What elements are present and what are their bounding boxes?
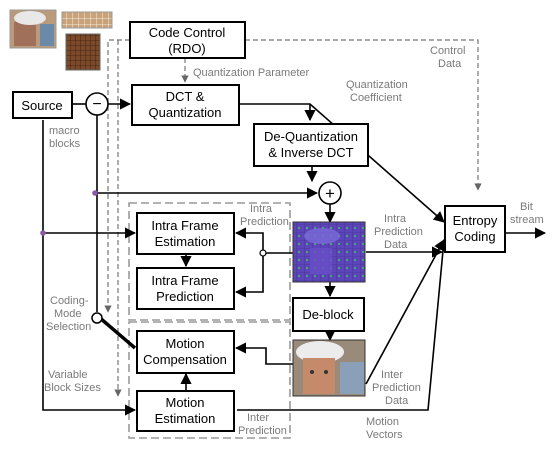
signal-lines <box>42 98 547 416</box>
motion-compensation-box: Motion Compensation <box>136 330 235 374</box>
svg-text:(RDO): (RDO) <box>168 41 206 56</box>
svg-text:Prediction: Prediction <box>374 226 423 238</box>
bit-stream-label: Bit stream <box>510 201 544 226</box>
svg-text:Quantization: Quantization <box>346 79 408 91</box>
entropy-coding-box: Entropy Coding <box>444 205 506 253</box>
motion-vectors-label: Motion Vectors <box>366 416 403 441</box>
svg-text:Code Control: Code Control <box>149 25 226 40</box>
intra-estimation-box: Intra Frame Estimation <box>136 212 235 255</box>
motion-estimation-box: Motion Estimation <box>136 390 235 432</box>
intra-prediction-label: Intra Prediction <box>240 203 289 228</box>
svg-text:macro: macro <box>49 125 80 137</box>
junction-dot <box>92 190 98 196</box>
svg-text:Inter: Inter <box>381 369 403 381</box>
coding-mode-selection-label: Coding- Mode Selection <box>46 295 91 333</box>
svg-text:Prediction: Prediction <box>240 216 289 228</box>
control-dashed-lines <box>104 39 482 397</box>
junction-dot <box>40 230 46 236</box>
dequantization-box: De-Quantization & Inverse DCT <box>253 123 369 167</box>
svg-text:Mode: Mode <box>54 308 82 320</box>
code-control-box: Code Control (RDO) <box>129 21 246 59</box>
svg-text:Quantization: Quantization <box>149 105 222 120</box>
svg-text:Bit: Bit <box>520 201 533 213</box>
svg-text:Coefficient: Coefficient <box>350 92 402 104</box>
quantization-coefficient-label: Quantization Coefficient <box>346 79 408 104</box>
svg-text:Control: Control <box>430 45 465 57</box>
svg-text:stream: stream <box>510 214 544 226</box>
svg-text:Motion: Motion <box>366 416 399 428</box>
deblock-box: De-block <box>292 297 365 332</box>
svg-text:Prediction: Prediction <box>372 382 421 394</box>
inter-prediction-data-label: Inter Prediction Data <box>372 369 421 407</box>
svg-text:−: − <box>92 96 101 113</box>
svg-text:Data: Data <box>384 239 408 251</box>
intra-prediction-box: Intra Frame Prediction <box>136 267 235 310</box>
svg-text:Inter: Inter <box>247 412 269 424</box>
quantization-parameter-label: Quantization Parameter <box>193 67 310 79</box>
svg-text:Motion: Motion <box>165 395 204 410</box>
svg-text:DCT &: DCT & <box>166 89 205 104</box>
svg-text:Data: Data <box>438 58 462 70</box>
source-box: Source <box>12 91 73 119</box>
macro-blocks-label: macro blocks <box>49 125 81 150</box>
block-detail-thumbnail <box>65 33 101 71</box>
subtract-node: − <box>85 92 109 116</box>
junction-node <box>259 249 267 257</box>
svg-text:Intra Frame: Intra Frame <box>151 218 218 233</box>
svg-text:Block Sizes: Block Sizes <box>44 382 101 394</box>
svg-text:blocks: blocks <box>49 138 81 150</box>
add-node: + <box>318 181 342 205</box>
svg-text:Entropy: Entropy <box>453 213 498 228</box>
intra-prediction-data-label: Intra Prediction Data <box>374 213 423 251</box>
control-data-label: Control Data <box>430 45 465 70</box>
svg-text:Selection: Selection <box>46 321 91 333</box>
inter-prediction-label: Inter Prediction <box>238 412 287 437</box>
variable-block-sizes-label: Variable Block Sizes <box>44 369 101 394</box>
mode-switch-node <box>91 312 103 324</box>
svg-text:Variable: Variable <box>48 369 88 381</box>
svg-text:Estimation: Estimation <box>155 411 216 426</box>
svg-text:Compensation: Compensation <box>143 352 227 367</box>
inter-region <box>128 321 291 439</box>
svg-text:Data: Data <box>385 395 409 407</box>
svg-text:+: + <box>325 184 335 203</box>
svg-text:Motion: Motion <box>165 336 204 351</box>
svg-text:& Inverse DCT: & Inverse DCT <box>268 145 353 160</box>
svg-text:Coding-: Coding- <box>50 295 89 307</box>
svg-text:Prediction: Prediction <box>156 289 214 304</box>
svg-text:Intra Frame: Intra Frame <box>151 273 218 288</box>
svg-text:De-Quantization: De-Quantization <box>264 129 358 144</box>
reconstructed-frame-image <box>292 339 366 397</box>
svg-text:Source: Source <box>21 98 62 113</box>
svg-text:Intra: Intra <box>250 203 273 215</box>
svg-text:De-block: De-block <box>302 307 354 322</box>
intra-prediction-image <box>292 221 366 283</box>
svg-text:Prediction: Prediction <box>238 425 287 437</box>
macroblock-grid-thumbnail <box>61 11 113 29</box>
dct-quantization-box: DCT & Quantization <box>131 84 240 126</box>
intra-region <box>128 202 291 321</box>
source-frame-thumbnail <box>9 9 57 49</box>
svg-text:Estimation: Estimation <box>155 234 216 249</box>
svg-text:Vectors: Vectors <box>366 429 403 441</box>
svg-text:Intra: Intra <box>384 213 407 225</box>
svg-text:Coding: Coding <box>454 229 495 244</box>
